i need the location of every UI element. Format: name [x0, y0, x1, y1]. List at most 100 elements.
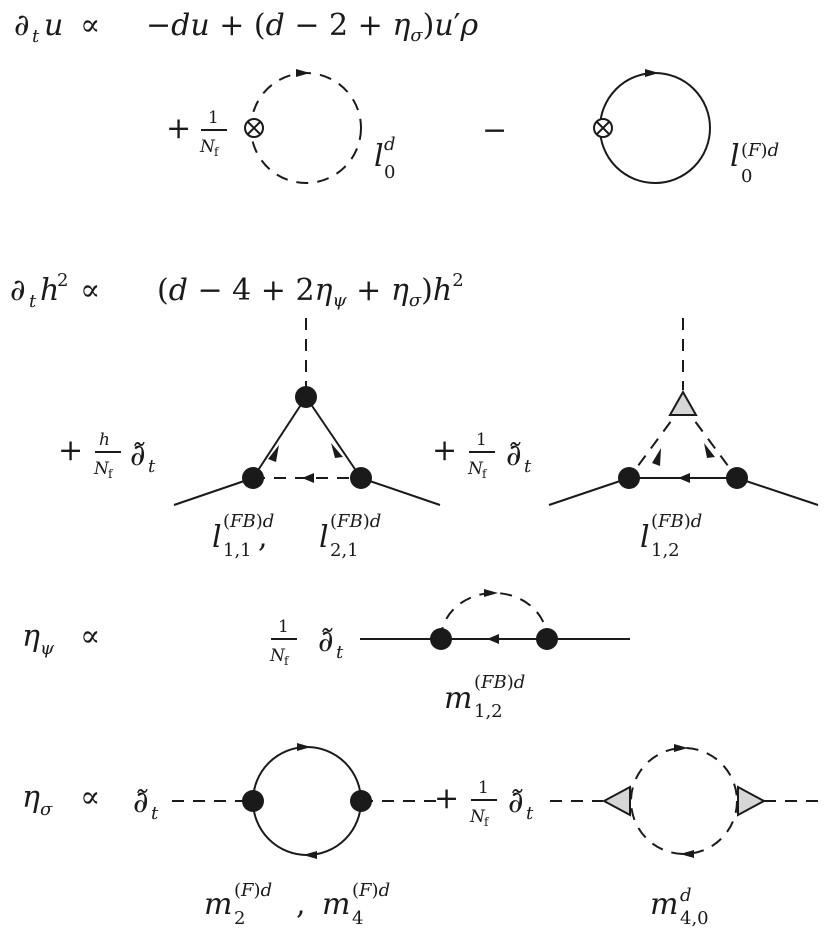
label-l0d: l d 0 [374, 134, 396, 183]
svg-text:l: l [212, 520, 222, 555]
arrow-icon [645, 69, 659, 77]
svg-text:h: h [99, 430, 110, 450]
svg-text:1: 1 [478, 778, 489, 798]
svg-text:1,1: 1,1 [223, 540, 252, 561]
svg-text:1: 1 [208, 108, 219, 128]
svg-text:4: 4 [352, 908, 363, 929]
svg-text:ψ: ψ [40, 638, 55, 659]
svg-text:0: 0 [741, 166, 752, 187]
arrow-icon [268, 445, 279, 462]
svg-text:σ: σ [40, 799, 53, 820]
bosonic-tadpole-diagram [244, 69, 362, 184]
crossed-vertex-icon [593, 118, 613, 138]
triangle-diagram-fb-1 [173, 318, 441, 506]
svg-text:(FB)d: (FB)d [474, 672, 525, 693]
crossed-vertex-icon [244, 118, 264, 138]
eq-h-term1-prefix: + h N f ∂̃ t [58, 430, 156, 481]
svg-text:4,0: 4,0 [680, 908, 709, 929]
label-m12: m (FB)d 1,2 [444, 672, 525, 722]
svg-text:(F)d: (F)d [234, 880, 272, 901]
regulator-triangle-icon [601, 785, 631, 817]
svg-text:η: η [22, 780, 40, 815]
svg-text:∝: ∝ [80, 273, 100, 308]
eq-u-rhs: −du + (d − 2 + ησ)u′ρ [146, 8, 478, 46]
svg-text:1: 1 [476, 430, 487, 450]
boson-loop-diagram [550, 744, 818, 858]
svg-text:2,1: 2,1 [330, 540, 359, 561]
svg-text:∝: ∝ [80, 780, 100, 815]
svg-text:d: d [384, 134, 396, 155]
label-l0Fd: l (F)d 0 [730, 139, 779, 187]
eq-psi-prefix: 1 N f ∂̃ t [269, 617, 344, 668]
svg-text:2: 2 [234, 908, 245, 929]
svg-text:(F)d: (F)d [352, 880, 390, 901]
fermionic-tadpole-diagram [593, 69, 711, 184]
svg-text:∝: ∝ [80, 8, 100, 43]
svg-text:+: + [166, 111, 191, 146]
arrow-icon [487, 634, 499, 644]
vertex-dot-icon [242, 467, 264, 489]
eq-h-term2-prefix: + 1 N f ∂̃ t [432, 430, 532, 481]
vertex-dot-icon [350, 467, 372, 489]
svg-text:∂: ∂ [14, 8, 30, 43]
svg-text:m: m [444, 681, 472, 716]
vertex-dot-icon [295, 386, 317, 408]
svg-text:+: + [432, 433, 457, 468]
svg-text:f: f [284, 654, 290, 668]
svg-text:N: N [467, 459, 484, 479]
arrow-icon [678, 473, 690, 483]
arrow-icon [302, 473, 314, 483]
svg-text:l: l [374, 139, 384, 174]
svg-text:1: 1 [278, 617, 289, 637]
svg-text:(d − 4 + 2ηψ + ησ)h2: (d − 4 + 2ηψ + ησ)h2 [157, 270, 464, 311]
arrow-icon [297, 743, 311, 751]
svg-text:t: t [151, 803, 159, 824]
svg-text:N: N [93, 459, 110, 479]
svg-text:N: N [199, 137, 216, 157]
svg-text:∝: ∝ [80, 619, 100, 654]
vertex-dot-icon [618, 467, 640, 489]
arrow-icon [674, 744, 688, 752]
arrow-icon [704, 443, 715, 458]
eq-psi-lhs: η ψ ∝ [22, 619, 100, 659]
svg-text:f: f [484, 815, 490, 829]
svg-text:0: 0 [384, 162, 395, 183]
svg-text:,: , [296, 887, 306, 922]
svg-text:t: t [32, 26, 40, 47]
arrow-icon [303, 851, 317, 859]
svg-text:,: , [258, 520, 268, 555]
arrow-icon [296, 69, 310, 77]
svg-text:−du + (d − 2 + ησ)u′ρ: −du + (d − 2 + ησ)u′ρ [146, 8, 478, 46]
svg-text:∂̃: ∂̃ [133, 785, 149, 820]
svg-text:+: + [58, 433, 83, 468]
eq-u-lhs: ∂ t u ∝ [14, 8, 100, 47]
svg-text:l: l [730, 139, 740, 174]
svg-text:u: u [44, 8, 63, 43]
eq-h-rhs: (d − 4 + 2ηψ + ησ)h2 [157, 270, 464, 311]
arrow-icon [680, 850, 694, 858]
svg-text:f: f [482, 467, 488, 481]
svg-text:m: m [322, 887, 350, 922]
svg-text:∂̃: ∂̃ [130, 438, 146, 473]
arrow-icon [331, 443, 343, 458]
arrow-icon [484, 589, 498, 597]
label-l12: l (FB)d 1,2 [640, 511, 702, 561]
svg-text:f: f [108, 467, 114, 481]
eq-h-lhs: ∂ t h 2 ∝ [10, 270, 100, 312]
svg-text:∂̃: ∂̃ [506, 438, 522, 473]
svg-text:1,2: 1,2 [474, 701, 503, 722]
svg-text:N: N [269, 646, 286, 666]
svg-text:(FB)d: (FB)d [330, 511, 381, 532]
fermion-loop-diagram [172, 743, 440, 859]
arrow-icon [652, 448, 661, 466]
svg-text:∂̃: ∂̃ [318, 624, 334, 659]
label-m40: m d 4,0 [650, 885, 709, 929]
svg-text:l: l [319, 520, 329, 555]
svg-text:d: d [680, 885, 692, 906]
svg-text:t: t [336, 642, 344, 663]
svg-text:∂: ∂ [10, 273, 26, 308]
svg-text:t: t [526, 803, 534, 824]
svg-text:m: m [204, 887, 232, 922]
svg-text:t: t [524, 456, 532, 477]
